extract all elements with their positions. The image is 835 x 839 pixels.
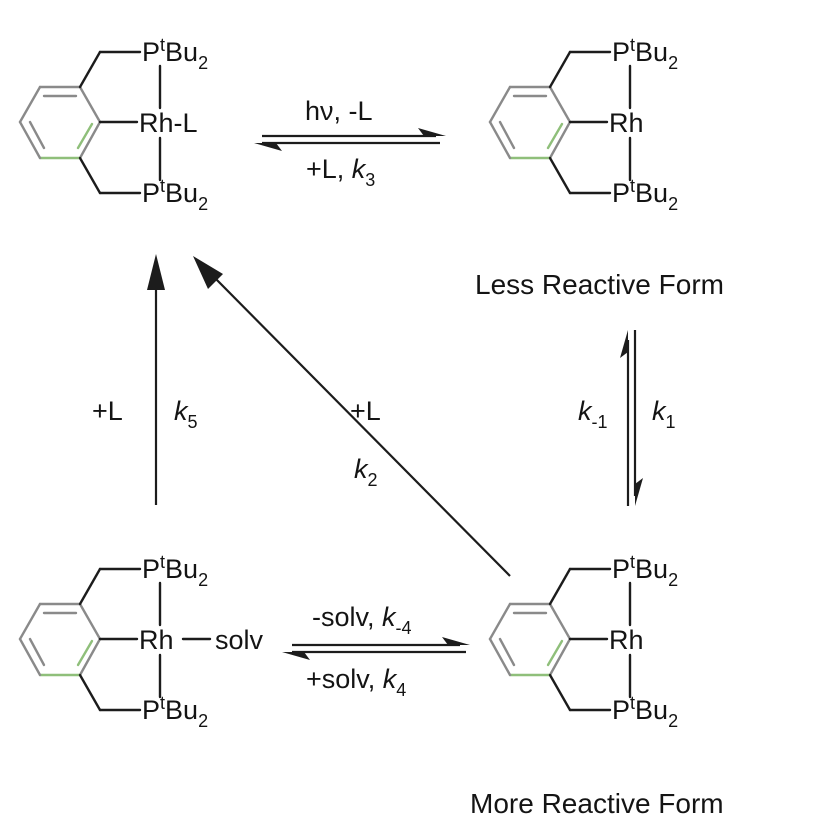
ring-double-bond bbox=[28, 637, 46, 667]
arrow-head bbox=[418, 128, 446, 136]
ring-double-bond bbox=[546, 639, 564, 667]
arrow-label-forward: hν, -L bbox=[305, 96, 373, 126]
arrow-head bbox=[620, 330, 628, 358]
ring-bond bbox=[18, 602, 42, 641]
ring-bond bbox=[548, 85, 572, 124]
ring-double-bond bbox=[76, 639, 94, 667]
phosphine-label: PtBu2 bbox=[612, 176, 678, 214]
reagent-label: +L bbox=[92, 396, 123, 426]
ch2-bond bbox=[548, 156, 572, 195]
arrow-head bbox=[254, 143, 282, 151]
complex-less-reactive: PtBu2 Rh PtBu2 bbox=[488, 35, 678, 214]
ch2-bond bbox=[78, 156, 102, 195]
phosphine-label: PtBu2 bbox=[612, 693, 678, 731]
arrow-left-k5: +L k5 bbox=[92, 254, 198, 505]
ring-bond bbox=[548, 120, 572, 160]
ring-bond bbox=[78, 120, 102, 160]
caption-more-reactive: More Reactive Form bbox=[470, 788, 724, 819]
equilibrium-bottom: -solv, k-4 +solv, k4 bbox=[282, 602, 470, 700]
rate-label: k2 bbox=[354, 454, 378, 490]
complex-rh-l: PtBu2 Rh-L PtBu2 bbox=[18, 35, 208, 214]
ch2-bond bbox=[78, 567, 102, 606]
arrow-label-forward: -solv, k-4 bbox=[312, 602, 412, 638]
ch2-bond bbox=[548, 50, 572, 89]
solvent-label: solv bbox=[215, 625, 264, 655]
ring-bond bbox=[18, 120, 42, 160]
phosphine-label: PtBu2 bbox=[612, 35, 678, 73]
phosphine-label: PtBu2 bbox=[142, 35, 208, 73]
reagent-label: +L bbox=[350, 396, 381, 426]
rate-label-forward: k1 bbox=[652, 396, 676, 432]
ring-bond bbox=[78, 637, 102, 677]
ch2-bond bbox=[78, 673, 102, 712]
metal-label: Rh-L bbox=[139, 108, 198, 138]
metal-label: Rh bbox=[609, 625, 644, 655]
arrow-diagonal-k2: +L k2 bbox=[193, 256, 511, 577]
equilibrium-top: hν, -L +L, k3 bbox=[254, 96, 446, 190]
ch2-bond bbox=[548, 567, 572, 606]
caption-less-reactive: Less Reactive Form bbox=[475, 269, 724, 300]
equilibrium-right: k-1 k1 bbox=[578, 330, 676, 506]
rate-label: k5 bbox=[174, 396, 198, 432]
ring-bond bbox=[488, 85, 512, 124]
complex-more-reactive: PtBu2 Rh PtBu2 bbox=[488, 552, 678, 731]
arrow-head bbox=[635, 478, 643, 506]
ring-double-bond bbox=[498, 120, 516, 150]
phosphine-label: PtBu2 bbox=[142, 176, 208, 214]
arrow-head bbox=[147, 254, 165, 290]
arrow-head bbox=[193, 256, 223, 289]
arrow-head bbox=[282, 652, 310, 660]
phosphine-label: PtBu2 bbox=[612, 552, 678, 590]
phosphine-label: PtBu2 bbox=[142, 552, 208, 590]
ring-double-bond bbox=[498, 637, 516, 667]
ring-bond bbox=[78, 85, 102, 124]
phosphine-label: PtBu2 bbox=[142, 693, 208, 731]
rate-label-reverse: k-1 bbox=[578, 396, 608, 432]
arrow-line bbox=[211, 274, 511, 577]
ring-bond bbox=[18, 85, 42, 124]
ring-bond bbox=[488, 120, 512, 160]
ring-bond bbox=[78, 602, 102, 641]
ring-bond bbox=[548, 637, 572, 677]
ch2-bond bbox=[78, 50, 102, 89]
ring-double-bond bbox=[28, 120, 46, 150]
ch2-bond bbox=[548, 673, 572, 712]
ring-double-bond bbox=[546, 122, 564, 150]
ring-bond bbox=[488, 602, 512, 641]
ring-double-bond bbox=[76, 122, 94, 150]
arrow-label-reverse: +L, k3 bbox=[306, 154, 375, 190]
arrow-label-reverse: +solv, k4 bbox=[306, 664, 406, 700]
metal-label: Rh bbox=[609, 108, 644, 138]
ring-bond bbox=[548, 602, 572, 641]
metal-label: Rh bbox=[139, 625, 174, 655]
ring-bond bbox=[488, 637, 512, 677]
complex-rh-solv: PtBu2 Rh solv PtBu2 bbox=[18, 552, 264, 731]
ring-bond bbox=[18, 637, 42, 677]
arrow-head bbox=[442, 637, 470, 645]
